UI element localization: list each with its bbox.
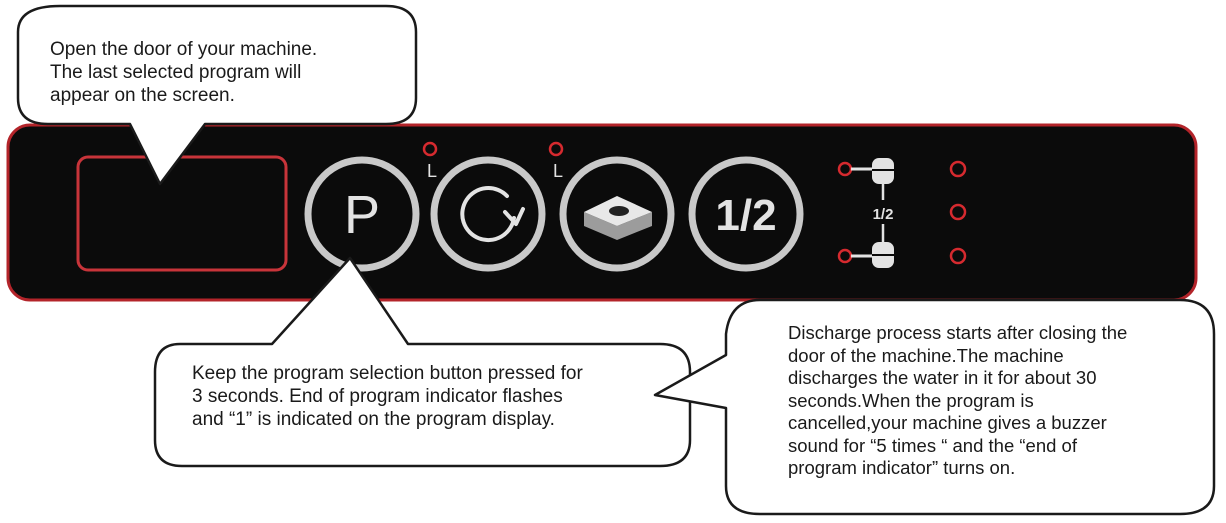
load-scale-label: 1/2 xyxy=(873,206,894,223)
half-load-button[interactable]: 1/2 xyxy=(688,156,804,272)
callout-line: sound for “5 times “ and the “end of xyxy=(788,434,1077,456)
cycle-arrow-icon xyxy=(460,186,525,243)
callout-line: Open the door of your machine. xyxy=(50,39,318,60)
callout-discharge-text: Discharge process starts after closing t… xyxy=(788,322,1127,480)
callout-line: door of the machine.The machine xyxy=(788,344,1064,366)
callout-line: 3 seconds. End of program indicator flas… xyxy=(192,386,563,407)
callout-line: Keep the program selection button presse… xyxy=(192,363,583,384)
program-button-label: P xyxy=(344,185,380,245)
callout-bubble-program-button xyxy=(153,256,692,468)
callout-program-button-text: Keep the program selection button presse… xyxy=(192,362,583,431)
tablet-button-ring xyxy=(559,156,675,272)
indicator-led-1 xyxy=(422,141,438,157)
right-led-2 xyxy=(949,203,967,221)
indicator-mark-2: L xyxy=(553,161,563,181)
tablet-icon xyxy=(584,196,652,240)
callout-bubble-open-door xyxy=(16,4,418,186)
callout-line: and “1” is indicated on the program disp… xyxy=(192,409,555,430)
program-button-ring xyxy=(304,156,420,272)
right-led-3 xyxy=(949,247,967,265)
load-level-indicator: 1/2 xyxy=(837,158,894,268)
callout-line: Discharge process starts after closing t… xyxy=(788,322,1128,343)
callout-line: seconds.When the program is xyxy=(788,389,1034,411)
callout-line: program indicator” turns on. xyxy=(788,457,1016,478)
right-led-1 xyxy=(949,160,967,178)
half-load-button-ring xyxy=(688,156,804,272)
indicator-mark-1: L xyxy=(427,161,437,181)
tablet-button[interactable] xyxy=(559,156,675,272)
callout-line: cancelled,your machine gives a buzzer xyxy=(788,412,1107,433)
indicator-led-2 xyxy=(548,141,564,157)
callout-line: The last selected program will xyxy=(50,62,302,83)
callout-line: appear on the screen. xyxy=(50,85,235,106)
half-load-button-label: 1/2 xyxy=(715,191,776,240)
cycle-button-ring xyxy=(430,156,546,272)
callout-open-door-text: Open the door of your machine. The last … xyxy=(50,38,317,107)
program-button[interactable]: P xyxy=(304,156,420,272)
program-display xyxy=(76,155,288,272)
cycle-button[interactable] xyxy=(430,156,546,272)
callout-bubble-discharge xyxy=(653,298,1216,516)
callout-line: discharges the water in it for about 30 xyxy=(788,367,1097,388)
